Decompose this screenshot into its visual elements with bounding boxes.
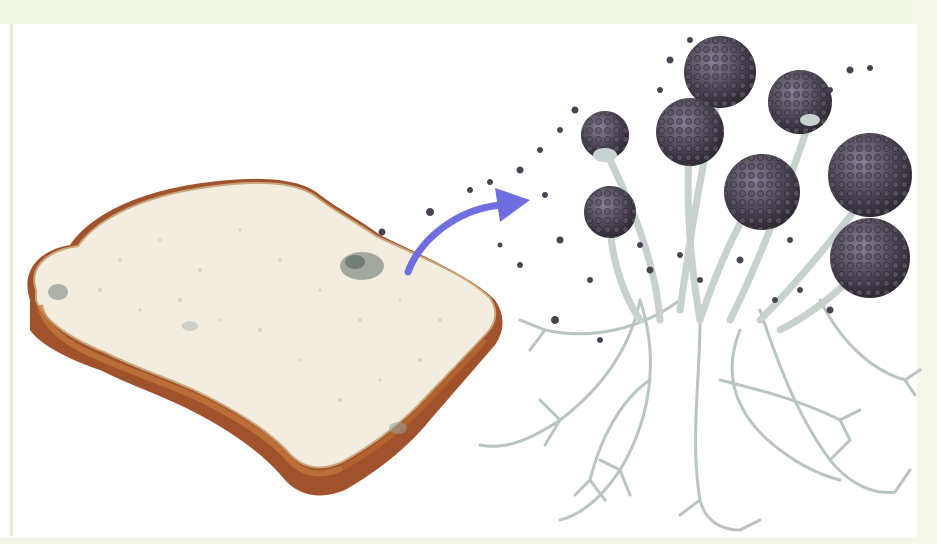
hyphae-network [480, 300, 920, 530]
bread-slice [27, 179, 502, 496]
mold-patch-small [48, 284, 68, 300]
sporangia [581, 36, 912, 298]
bread-top-face [34, 183, 495, 468]
